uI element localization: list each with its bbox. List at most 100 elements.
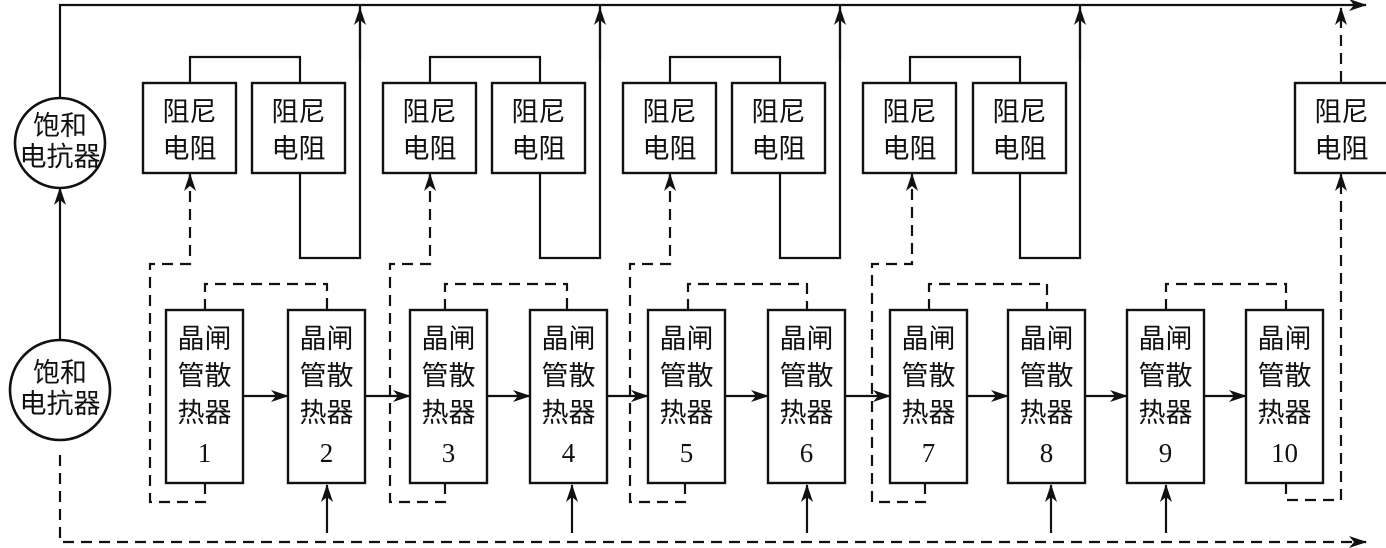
resistor-pair-2-drain (538, 5, 602, 260)
resistor-label-line1: 阻尼 (643, 97, 697, 128)
resistor-label-line2: 电阻 (993, 134, 1047, 165)
bottom-bus-line (58, 455, 1367, 548)
heatsink-number: 6 (800, 438, 814, 468)
heatsink-number: 5 (680, 438, 694, 468)
heatsink-label-line3: 热器 (422, 398, 476, 429)
heatsink-label-line3: 热器 (1258, 398, 1312, 429)
heatsink-label-line2: 管散 (1258, 361, 1312, 392)
reactor-upper-line1: 饱和 (33, 111, 87, 142)
resistor-label-line1: 阻尼 (1315, 97, 1369, 128)
resistor-label-line1: 阻尼 (752, 97, 806, 128)
heatsink-label-line1: 晶闸 (542, 324, 596, 355)
heatsink-label-line3: 热器 (902, 398, 956, 429)
heatsink-label-line3: 热器 (660, 398, 714, 429)
loop-3 (628, 173, 687, 504)
resistor-label-line2: 电阻 (883, 134, 937, 165)
heatsink-number: 4 (562, 438, 576, 468)
resistor-label-line1: 阻尼 (403, 97, 457, 128)
heatsink-label-line2: 管散 (902, 361, 956, 392)
heatsink-number: 3 (442, 438, 456, 468)
reactor-upper-line2: 电抗器 (20, 142, 101, 173)
heatsink-number: 2 (320, 438, 334, 468)
loop-4 (870, 173, 927, 504)
heatsink-label-line2: 管散 (178, 361, 232, 392)
reactor-lower-line2: 电抗器 (20, 389, 101, 420)
resistor-label-line2: 电阻 (1315, 134, 1369, 165)
resistor-pair-3-top-link (668, 55, 782, 82)
resistor-pair-1-drain (298, 5, 362, 260)
heatsink-label-line2: 管散 (300, 361, 354, 392)
loop-5 (1284, 173, 1347, 502)
heatsink-label-line1: 晶闸 (1139, 324, 1193, 355)
resistor-label-line1: 阻尼 (883, 97, 937, 128)
resistor-label-line1: 阻尼 (163, 97, 217, 128)
heatsink-label-line2: 管散 (780, 361, 834, 392)
heatsink-label-line2: 管散 (422, 361, 476, 392)
resistor-label-line2: 电阻 (643, 134, 697, 165)
resistor-label-line2: 电阻 (512, 134, 566, 165)
top-bus-line (58, 0, 1367, 98)
pair-link-3-4 (443, 282, 569, 310)
resistor-label-line2: 电阻 (752, 134, 806, 165)
loop-1 (148, 173, 207, 504)
heatsink-number: 1 (198, 438, 212, 468)
heatsink-label-line2: 管散 (1139, 361, 1193, 392)
pair-link-9-10 (1164, 282, 1288, 310)
resistor-pair-3-drain (778, 5, 842, 260)
heatsink-label-line3: 热器 (780, 398, 834, 429)
heatsink-label-line3: 热器 (178, 398, 232, 429)
resistor-label-line1: 阻尼 (272, 97, 326, 128)
resistor-label-line2: 电阻 (272, 134, 326, 165)
heatsink-label-line3: 热器 (542, 398, 596, 429)
resistor-pair-4-top-link (908, 55, 1022, 82)
reactor-lower-line1: 饱和 (33, 358, 87, 389)
heatsink-number: 9 (1159, 438, 1173, 468)
heatsink-label-line2: 管散 (542, 361, 596, 392)
pair-link-7-8 (927, 282, 1049, 310)
resistor-label-line1: 阻尼 (512, 97, 566, 128)
pair-link-1-2 (203, 282, 329, 310)
heatsink-label-line1: 晶闸 (422, 324, 476, 355)
resistor-pair-4-drain (1018, 5, 1082, 260)
heatsink-number: 7 (922, 438, 936, 468)
resistor-label-line2: 电阻 (403, 134, 457, 165)
loop-2 (388, 173, 447, 504)
heatsink-label-line1: 晶闸 (660, 324, 714, 355)
heatsink-label-line1: 晶闸 (1020, 324, 1074, 355)
pair-link-5-6 (686, 282, 809, 310)
heatsink-label-line1: 晶闸 (1258, 324, 1312, 355)
heatsink-label-line1: 晶闸 (780, 324, 834, 355)
resistor-pair-2-top-link (428, 55, 542, 82)
heatsink-number: 8 (1040, 438, 1054, 468)
heatsink-label-line3: 热器 (1139, 398, 1193, 429)
heatsink-label-line3: 热器 (300, 398, 354, 429)
heatsink-number: 10 (1271, 438, 1298, 468)
heatsink-label-line1: 晶闸 (178, 324, 232, 355)
saturable-reactor-lower: 饱和 电抗器 (8, 338, 112, 442)
resistor-pair-1-top-link (188, 55, 302, 82)
heatsink-label-line1: 晶闸 (300, 324, 354, 355)
heatsink-label-line1: 晶闸 (902, 324, 956, 355)
heatsink-label-line2: 管散 (1020, 361, 1074, 392)
